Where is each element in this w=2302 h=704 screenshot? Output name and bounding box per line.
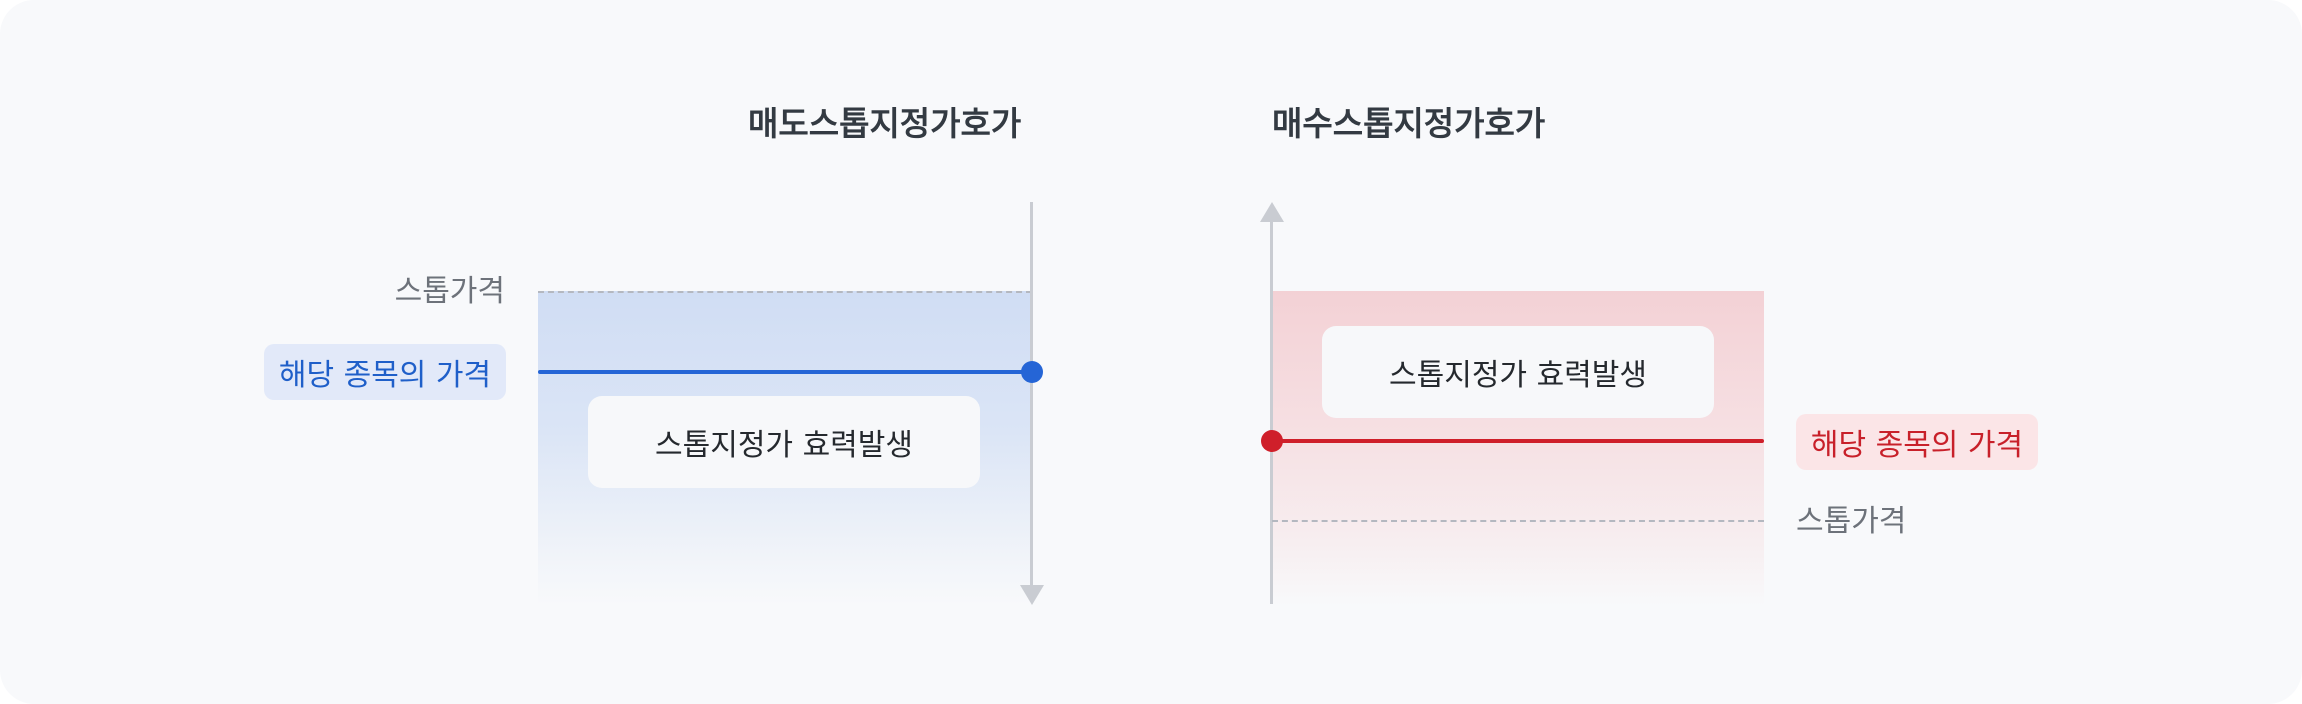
- sell-stop-price-label: 스톱가격: [394, 274, 505, 309]
- buy-current-price-line: [1272, 439, 1764, 443]
- buy-current-price-tag: 해당 종목의 가격: [1796, 414, 2038, 470]
- buy-effect-note: 스톱지정가 효력발생: [1322, 326, 1714, 418]
- sell-stop-limit-title: 매도스톱지정가호가: [748, 104, 1022, 143]
- buy-price-axis: [1270, 220, 1273, 604]
- sell-effect-note: 스톱지정가 효력발생: [588, 396, 980, 488]
- arrow-down-icon: [1020, 585, 1044, 605]
- buy-stop-price-line: [1272, 520, 1764, 522]
- sell-price-axis: [1030, 202, 1033, 588]
- sell-current-price-tag: 해당 종목의 가격: [264, 344, 506, 400]
- sell-stop-price-line: [538, 291, 1032, 293]
- sell-current-price-line: [538, 370, 1032, 374]
- arrow-up-icon: [1260, 202, 1284, 222]
- buy-current-price-dot: [1261, 430, 1283, 452]
- buy-stop-price-label: 스톱가격: [1796, 504, 1907, 539]
- sell-current-price-dot: [1021, 361, 1043, 383]
- buy-stop-limit-title: 매수스톱지정가호가: [1272, 104, 1546, 143]
